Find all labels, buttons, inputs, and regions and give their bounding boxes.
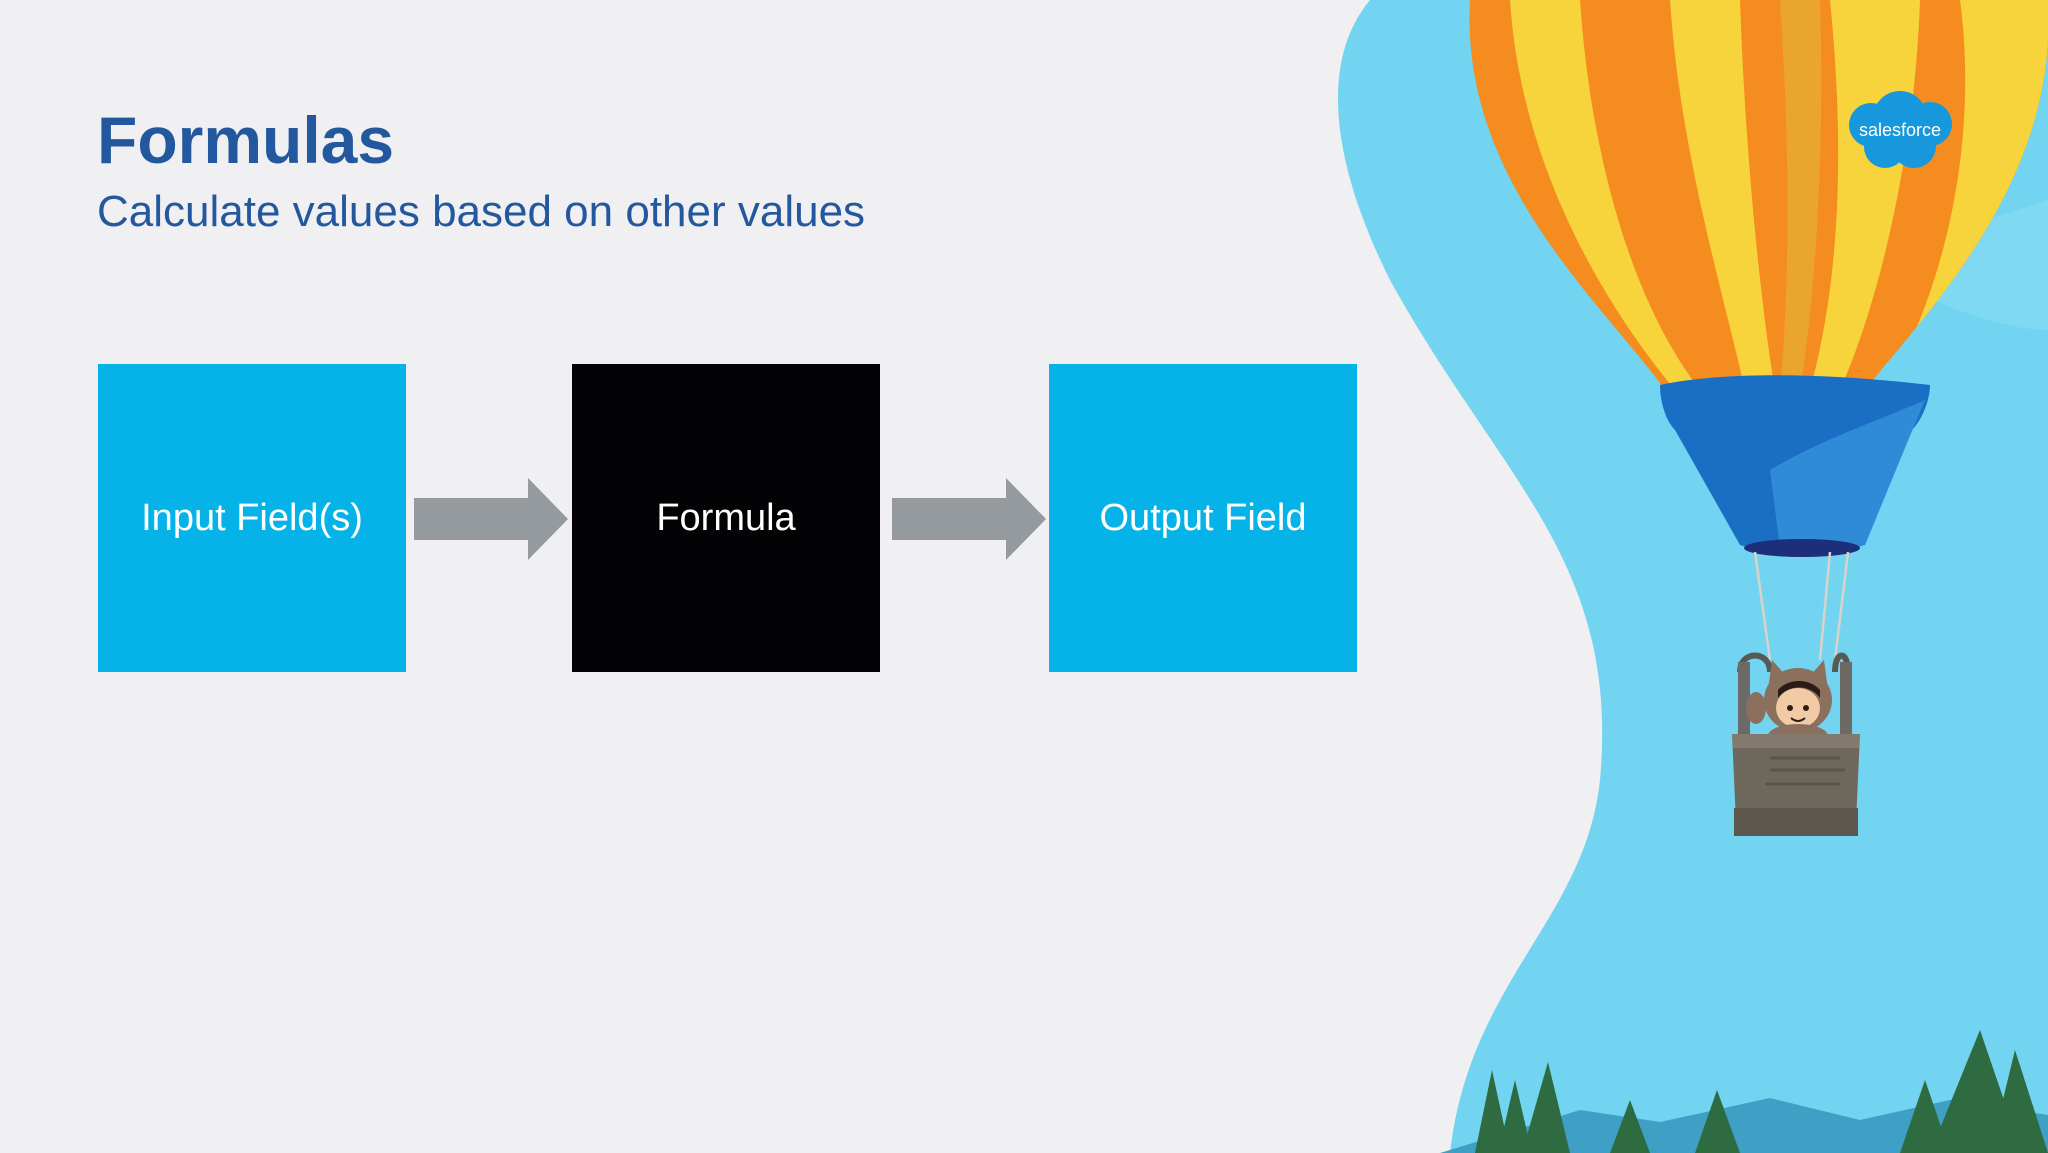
arrow-input-to-formula	[414, 478, 568, 560]
formula-box: Formula	[572, 364, 880, 672]
formula-label: Formula	[656, 496, 796, 539]
hot-air-balloon-illustration: salesforce	[1337, 0, 2048, 1153]
input-fields-label: Input Field(s)	[141, 496, 363, 539]
slide-subtitle: Calculate values based on other values	[97, 187, 866, 236]
slide-title: Formulas	[97, 103, 395, 177]
output-field-label: Output Field	[1099, 496, 1307, 539]
balloon-basket	[1732, 652, 1860, 836]
salesforce-logo: salesforce	[1849, 91, 1952, 168]
salesforce-logo-text: salesforce	[1859, 120, 1941, 140]
output-field-box: Output Field	[1049, 364, 1357, 672]
mountain-icon	[1440, 1098, 2048, 1153]
input-fields-box: Input Field(s)	[98, 364, 406, 672]
arrow-formula-to-output	[892, 478, 1046, 560]
pine-tree-icon	[1475, 1030, 2048, 1153]
